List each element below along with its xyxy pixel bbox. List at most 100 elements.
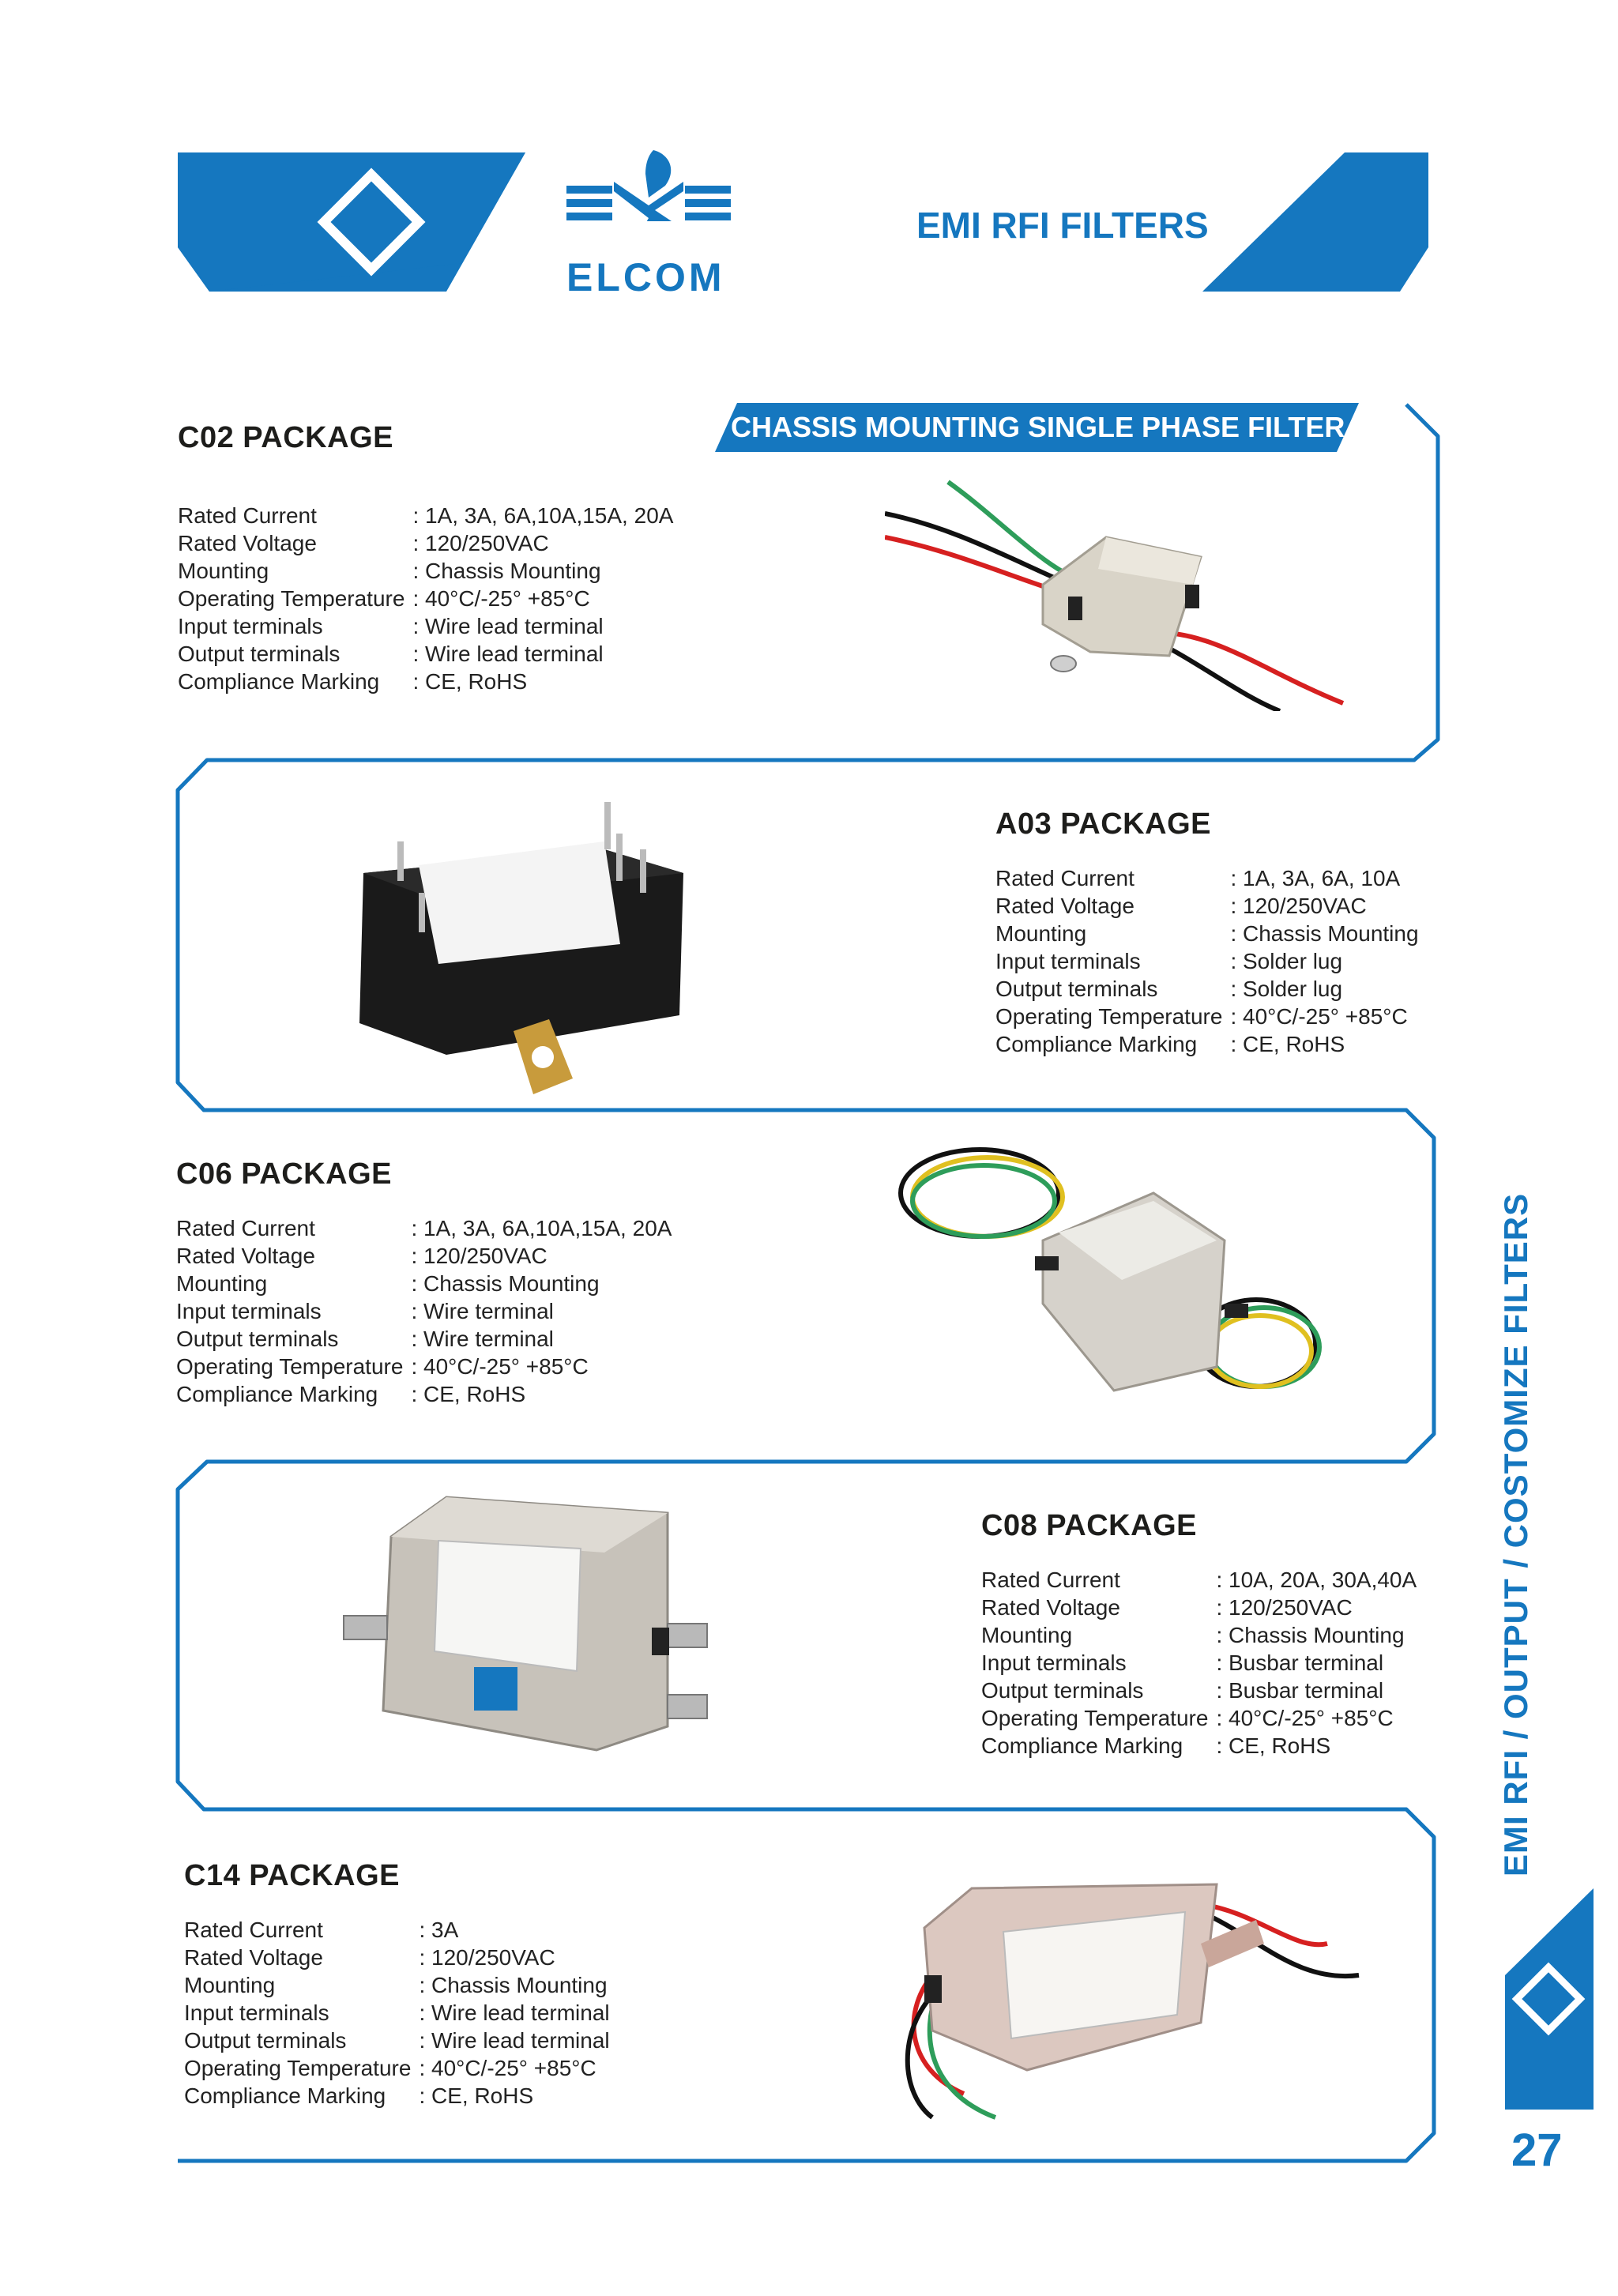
spec-row: Mounting: Chassis Mounting (178, 557, 673, 585)
spec-label: Rated Voltage (178, 531, 317, 555)
spec-row: Operating Temperature : 40°C/-25° +85°C (995, 1003, 1419, 1030)
spec-row: Output terminals : Wire lead terminal (184, 2027, 610, 2054)
spec-value: : CE, RoHS (1230, 1032, 1345, 1056)
spec-row: Operating Temperature : 40°C/-25° +85°C (184, 2054, 610, 2082)
spec-label: Operating Temperature (995, 1004, 1223, 1029)
spec-label: Rated Current (178, 503, 317, 528)
spec-label: Rated Voltage (176, 1244, 315, 1268)
spec-label: Rated Current (981, 1568, 1120, 1592)
spec-row: Mounting: Chassis Mounting (981, 1621, 1417, 1649)
spec-value: : Wire terminal (411, 1327, 554, 1351)
spec-row: Operating Temperature : 40°C/-25° +85°C (981, 1704, 1417, 1732)
spec-label: Output terminals (995, 977, 1158, 1001)
spec-label: Rated Voltage (981, 1595, 1120, 1620)
spec-row: Operating Temperature: 40°C/-25° +85°C (176, 1353, 672, 1380)
spec-label: Rated Current (176, 1216, 315, 1240)
spec-row: Rated Voltage : 120/250VAC (178, 529, 673, 557)
spec-row: Input terminals: Wire lead terminal (178, 612, 673, 640)
spec-value: : Solder lug (1230, 949, 1343, 973)
spec-value: : 120/250VAC (411, 1244, 547, 1268)
spec-label: Output terminals (184, 2028, 347, 2053)
spec-label: Compliance Marking (178, 669, 380, 694)
spec-label: Input terminals (184, 2001, 329, 2025)
spec-label: Operating Temperature (178, 586, 405, 611)
spec-value: : 1A, 3A, 6A,10A,15A, 20A (412, 503, 674, 528)
spec-label: Compliance Marking (995, 1032, 1198, 1056)
page-title: EMI RFI FILTERS (916, 205, 1209, 246)
banner-shape (715, 403, 1359, 452)
spec-value: : Chassis Mounting (412, 559, 601, 583)
spec-label: Compliance Marking (176, 1382, 378, 1406)
spec-value: : Busbar terminal (1216, 1678, 1384, 1703)
spec-label: Compliance Marking (981, 1733, 1183, 1758)
side-section-title: EMI RFI / OUTPUT / COSTOMIZE FILTERS (1497, 1192, 1534, 1876)
elcom-logo-icon (566, 150, 732, 229)
c14-package-title: C14 PACKAGE (184, 1859, 400, 1892)
spec-row: Rated Voltage: 120/250VAC (995, 892, 1419, 920)
spec-row: Compliance Marking : CE, RoHS (995, 1030, 1419, 1058)
spec-value: : 40°C/-25° +85°C (1216, 1706, 1394, 1730)
spec-label: Rated Current (184, 1918, 323, 1942)
spec-value: : CE, RoHS (419, 2083, 534, 2108)
spec-value: : Chassis Mounting (1230, 921, 1419, 946)
spec-row: Mounting : Chassis Mounting (184, 1971, 610, 1999)
c02-package-title: C02 PACKAGE (178, 421, 393, 454)
spec-row: Rated Voltage : 120/250VAC (184, 1944, 610, 1971)
spec-value: : 3A (419, 1918, 459, 1942)
spec-label: Output terminals (176, 1327, 339, 1351)
spec-row: Mounting: Chassis Mounting (176, 1270, 672, 1297)
spec-row: Input terminals : Solder lug (995, 947, 1419, 975)
spec-value: : Wire lead terminal (419, 2028, 610, 2053)
spec-row: Input terminals: Wire terminal (176, 1297, 672, 1325)
spec-label: Mounting (184, 1973, 276, 1997)
spec-row: Compliance Marking : CE, RoHS (176, 1380, 672, 1408)
banner-title: CHASSIS MOUNTING SINGLE PHASE FILTER (731, 411, 1345, 443)
spec-value: : Chassis Mounting (1216, 1623, 1405, 1647)
spec-row: Output terminals : Wire lead terminal (178, 640, 673, 668)
spec-row: Rated Current: 1A, 3A, 6A,10A,15A, 20A (176, 1214, 672, 1242)
spec-row: Operating Temperature : 40°C/-25° +85°C (178, 585, 673, 612)
spec-row: Output terminals : Solder lug (995, 975, 1419, 1003)
spec-row: Rated Current : 1A, 3A, 6A,10A,15A, 20A (178, 502, 673, 529)
spec-label: Mounting (995, 921, 1087, 946)
spec-row: Rated Current: 1A, 3A, 6A, 10A (995, 864, 1419, 892)
spec-value: : 120/250VAC (412, 531, 549, 555)
spec-row: Input terminals : Wire lead terminal (184, 1999, 610, 2027)
spec-row: Compliance Marking: CE, RoHS (184, 2082, 610, 2110)
spec-value: : 1A, 3A, 6A, 10A (1230, 866, 1401, 890)
side-decor-shape (1505, 1888, 1594, 2110)
spec-row: Rated Voltage: 120/250VAC (981, 1594, 1417, 1621)
spec-label: Operating Temperature (981, 1706, 1209, 1730)
spec-value: : Wire lead terminal (412, 642, 604, 666)
spec-row: Mounting : Chassis Mounting (995, 920, 1419, 947)
spec-value: : 40°C/-25° +85°C (1230, 1004, 1408, 1029)
c14-spec-table: Rated Current : 3A Rated Voltage : 120/250V… (184, 1916, 610, 2110)
header-left-shape (178, 152, 525, 292)
spec-value: : Solder lug (1230, 977, 1343, 1001)
c06-filter-image (898, 1147, 1322, 1392)
c08-package-title: C08 PACKAGE (981, 1509, 1197, 1542)
spec-value: : CE, RoHS (412, 669, 528, 694)
spec-value: : Wire lead terminal (419, 2001, 610, 2025)
spec-row: Input terminals: Busbar terminal (981, 1649, 1417, 1677)
spec-value: : CE, RoHS (411, 1382, 526, 1406)
c02-filter-image (885, 480, 1345, 711)
c08-filter-image (343, 1496, 708, 1752)
spec-label: Input terminals (176, 1299, 322, 1323)
spec-label: Output terminals (981, 1678, 1144, 1703)
spec-value: : 40°C/-25° +85°C (412, 586, 590, 611)
spec-label: Input terminals (995, 949, 1141, 973)
spec-label: Output terminals (178, 642, 341, 666)
spec-label: Operating Temperature (184, 2056, 412, 2080)
spec-value: : Chassis Mounting (419, 1973, 608, 1997)
spec-label: Rated Voltage (995, 894, 1134, 918)
spec-value: : 40°C/-25° +85°C (419, 2056, 596, 2080)
spec-value: : Busbar terminal (1216, 1650, 1384, 1675)
a03-filter-image (359, 802, 683, 1094)
spec-value: : 120/250VAC (419, 1945, 555, 1970)
spec-label: Rated Voltage (184, 1945, 323, 1970)
spec-row: Rated Current: 10A, 20A, 30A,40A (981, 1566, 1417, 1594)
page-number: 27 (1511, 2125, 1563, 2176)
